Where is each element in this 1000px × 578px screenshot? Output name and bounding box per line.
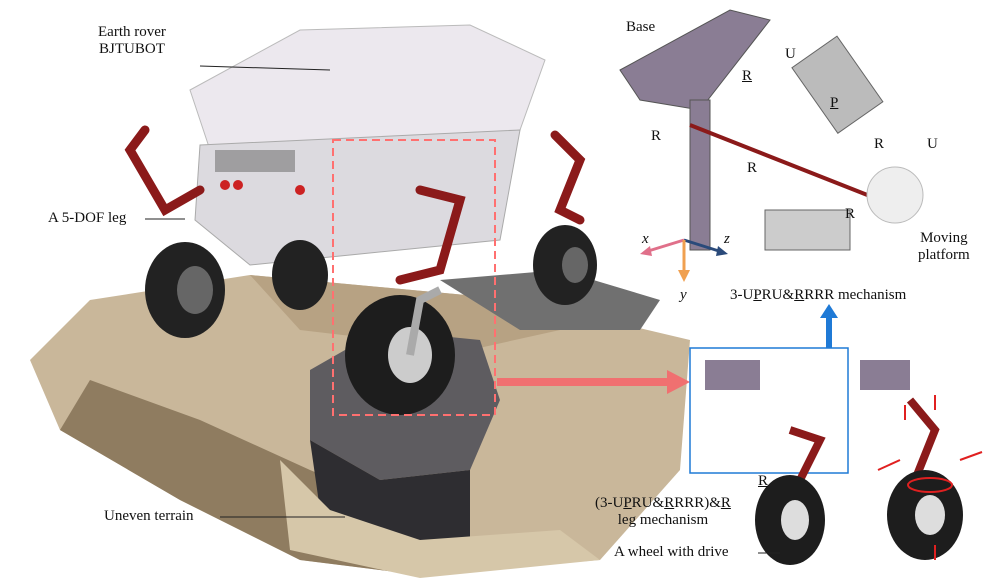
zoom-arrow bbox=[497, 370, 690, 394]
moving-platform-label: Moving platform bbox=[918, 230, 970, 264]
moving-platform-line1: Moving bbox=[920, 230, 968, 246]
mechanism-label-part: 3-U bbox=[730, 287, 754, 303]
joint-R-leg: R bbox=[758, 473, 769, 489]
joint-U-right: U bbox=[927, 136, 938, 152]
legs bbox=[124, 125, 586, 285]
terrain-label: Uneven terrain bbox=[104, 508, 194, 524]
leg-mechanism-part: R bbox=[720, 495, 731, 511]
mechanism-label: 3-UPRU&RRRR mechanism bbox=[730, 287, 906, 304]
mechanism-label-part: RU& bbox=[761, 287, 795, 303]
joint-R-left: R bbox=[651, 128, 662, 144]
leg-mechanism-label: (3-UPRU&RRRR)&R leg mechanism bbox=[595, 495, 731, 529]
rover-label-line2: BJTUBOT bbox=[99, 41, 165, 57]
dof-render bbox=[860, 360, 983, 560]
leg-mechanism-part: RRR)& bbox=[674, 495, 721, 511]
wheels bbox=[145, 225, 597, 415]
detail-arrow bbox=[820, 304, 838, 348]
joint-R-right: R bbox=[874, 136, 885, 152]
axis-y-label: y bbox=[680, 287, 687, 303]
mechanism-label-part: P bbox=[753, 287, 762, 303]
joint-U-top: U bbox=[785, 46, 796, 62]
leg-mechanism-part: P bbox=[623, 495, 632, 511]
leg-mechanism-line2: leg mechanism bbox=[617, 512, 709, 528]
axis-z-label: z bbox=[724, 231, 730, 247]
base-label: Base bbox=[626, 19, 656, 35]
mechanism-label-part: R bbox=[794, 287, 805, 303]
joint-R-platform: R bbox=[845, 206, 856, 222]
detail-box bbox=[689, 347, 849, 474]
leg-mechanism-part: R bbox=[664, 495, 675, 511]
rover-label-line1: Earth rover bbox=[98, 24, 166, 40]
rover-label: Earth rover BJTUBOT bbox=[98, 24, 166, 58]
rover-body bbox=[189, 24, 546, 266]
joint-P: P bbox=[830, 95, 839, 111]
highlight-box bbox=[332, 139, 496, 416]
joint-R-top: R bbox=[742, 68, 753, 84]
leg-mechanism-render bbox=[705, 360, 826, 565]
axis-x-label: x bbox=[642, 231, 649, 247]
leader-lines bbox=[145, 65, 780, 554]
leg-mechanism-part: (3-U bbox=[595, 495, 624, 511]
coordinate-axes bbox=[640, 238, 728, 282]
leg-mechanism-line1: (3-UPRU&RRRR)&R bbox=[595, 495, 731, 512]
wheel-label: A wheel with drive bbox=[614, 544, 729, 560]
mechanism-render bbox=[619, 9, 924, 251]
moving-platform-line2: platform bbox=[918, 247, 970, 263]
leg-label: A 5-DOF leg bbox=[48, 210, 127, 226]
leg-mechanism-part: RU& bbox=[631, 495, 665, 511]
mechanism-label-part: RRR mechanism bbox=[804, 287, 907, 303]
joint-R-mid: R bbox=[747, 160, 758, 176]
